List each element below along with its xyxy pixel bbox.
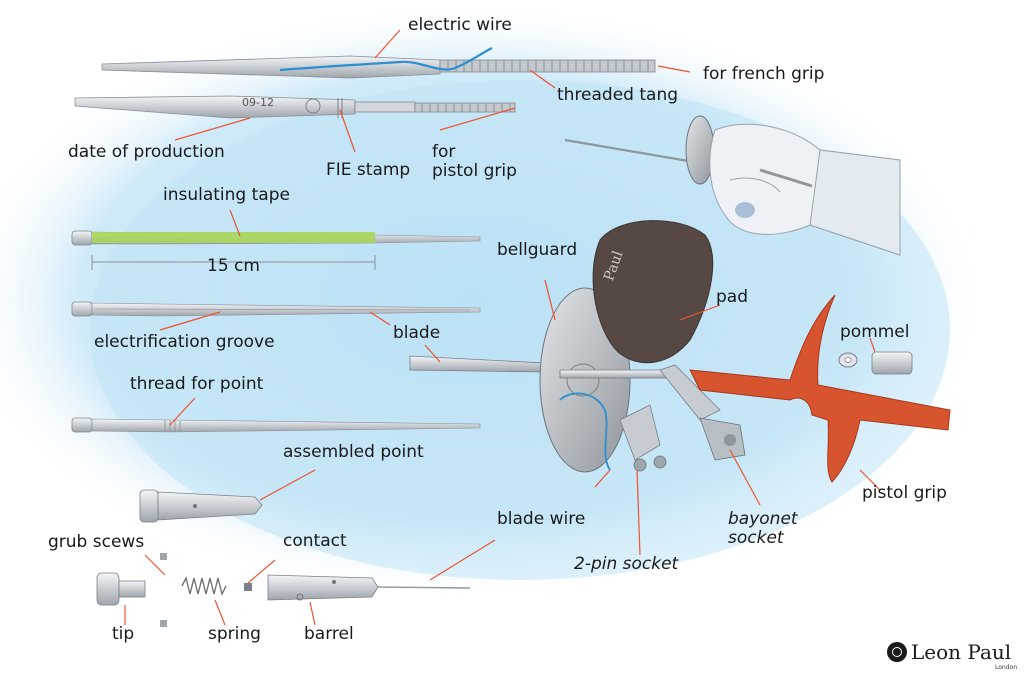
label-contact: contact — [283, 531, 347, 551]
blade-insulating-tape — [71, 230, 481, 270]
blade-french-grip — [101, 47, 656, 79]
label-pad: pad — [716, 287, 748, 307]
label-bellguard: bellguard — [497, 240, 578, 260]
label-for-french-grip: for french grip — [703, 64, 825, 84]
exploded-point — [96, 553, 471, 627]
label-2-pin-socket: 2-pin socket — [574, 554, 679, 574]
logo-icon — [887, 642, 907, 662]
hilt-assembly — [409, 220, 746, 473]
label-fie-stamp: FIE stamp — [326, 160, 411, 180]
label-thread-for-point: thread for point — [130, 374, 264, 394]
label-spring: spring — [208, 624, 261, 644]
hand-holding-epee — [564, 115, 901, 256]
label-barrel: barrel — [304, 624, 354, 644]
label-blade-wire: blade wire — [497, 509, 586, 529]
logo-name: Leon Paul — [911, 640, 1012, 664]
blade-groove — [71, 301, 481, 317]
pistol-grip-part — [689, 294, 951, 483]
blade-thread — [71, 417, 481, 433]
label-insulating-tape: insulating tape — [163, 185, 290, 205]
label-measure: 15 cm — [207, 256, 260, 276]
label-threaded-tang: threaded tang — [557, 85, 679, 105]
label-for-pistol-grip: for pistol grip — [432, 142, 517, 181]
label-grub-screws: grub scews — [48, 532, 145, 552]
label-pistol-grip: pistol grip — [862, 483, 947, 503]
label-assembled-point: assembled point — [283, 442, 424, 462]
assembled-point-part — [139, 489, 263, 523]
label-bayonet-socket: bayonet socket — [728, 509, 798, 548]
label-electrification-groove: electrification groove — [94, 332, 275, 352]
brand-logo: Leon Paul London — [887, 640, 1017, 674]
label-date-of-production: date of production — [68, 142, 225, 162]
logo-subtitle: London — [995, 664, 1017, 671]
label-date-stamp: 09-12 — [242, 96, 274, 109]
pommel-part — [838, 351, 913, 375]
label-pommel: pommel — [840, 322, 910, 342]
label-electric-wire: electric wire — [408, 15, 512, 35]
label-tip: tip — [112, 624, 135, 644]
blade-pistol-grip — [74, 95, 516, 119]
leader-lines — [124, 29, 881, 626]
label-blade: blade — [393, 323, 441, 343]
